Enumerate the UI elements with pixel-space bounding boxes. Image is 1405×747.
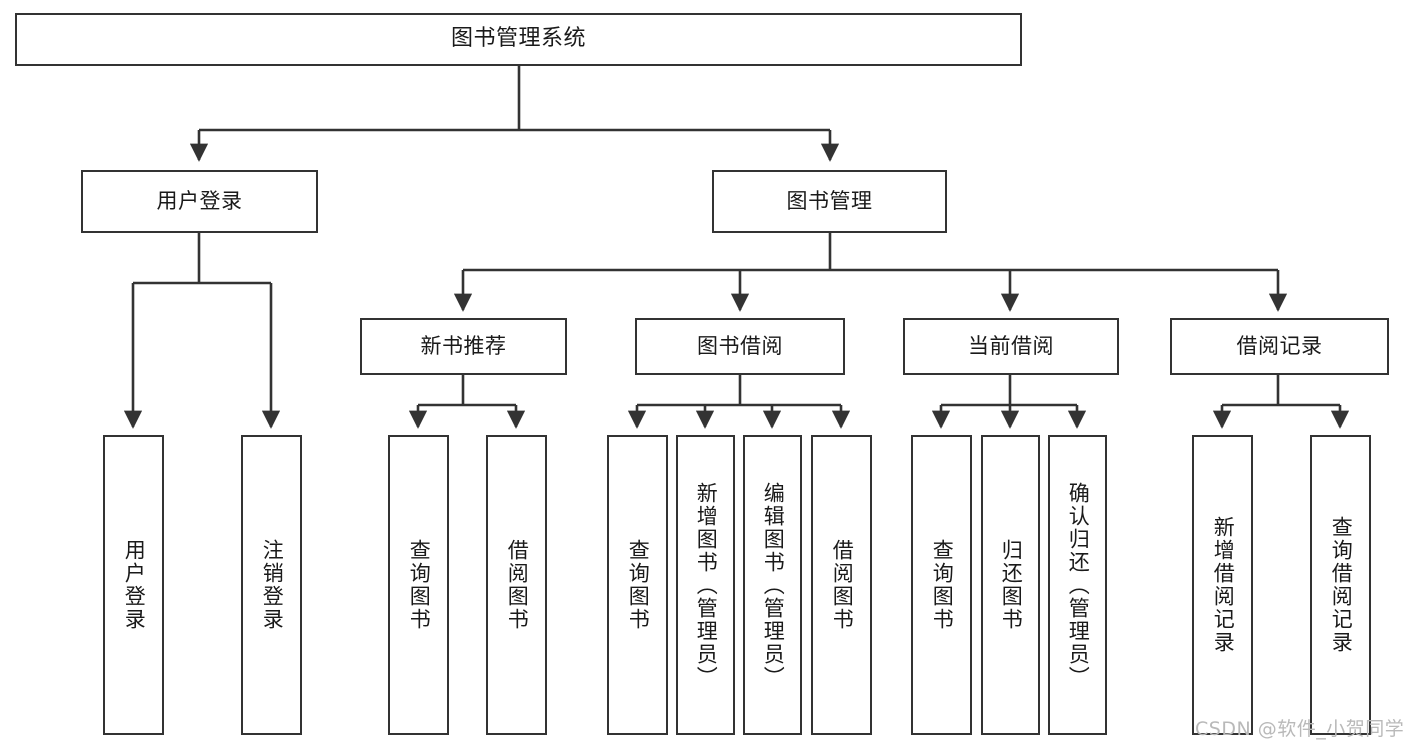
node-label: 新增图书（管理员） bbox=[694, 481, 719, 689]
node-book-management[interactable]: 图书管理 bbox=[712, 170, 947, 233]
leaf-book-borrow-borrow[interactable]: 借阅图书 bbox=[811, 435, 872, 735]
watermark-text: CSDN @软件_小贺同学 bbox=[1195, 718, 1405, 740]
leaf-borrow-record-query[interactable]: 查询借阅记录 bbox=[1310, 435, 1371, 735]
leaf-book-borrow-query[interactable]: 查询图书 bbox=[607, 435, 668, 735]
node-label: 当前借阅 bbox=[968, 333, 1054, 358]
csdn-watermark: CSDN @软件_小贺同学 bbox=[1195, 714, 1404, 741]
node-label: 查询图书 bbox=[407, 539, 432, 631]
leaf-new-book-query[interactable]: 查询图书 bbox=[388, 435, 449, 735]
leaf-current-borrow-query[interactable]: 查询图书 bbox=[911, 435, 972, 735]
leaf-new-book-borrow[interactable]: 借阅图书 bbox=[486, 435, 547, 735]
leaf-book-borrow-edit[interactable]: 编辑图书（管理员） bbox=[743, 435, 802, 735]
node-label: 新增借阅记录 bbox=[1211, 516, 1236, 654]
node-label: 图书借阅 bbox=[697, 333, 783, 358]
node-label: 新书推荐 bbox=[420, 333, 507, 358]
node-label: 用户登录 bbox=[156, 188, 243, 213]
node-borrow-record[interactable]: 借阅记录 bbox=[1170, 318, 1389, 375]
leaf-current-borrow-confirm-return[interactable]: 确认归还（管理员） bbox=[1048, 435, 1107, 735]
node-label: 确认归还（管理员） bbox=[1066, 481, 1091, 689]
leaf-current-borrow-return[interactable]: 归还图书 bbox=[981, 435, 1040, 735]
leaf-borrow-record-add[interactable]: 新增借阅记录 bbox=[1192, 435, 1253, 735]
node-user-login[interactable]: 用户登录 bbox=[81, 170, 318, 233]
node-label: 用户登录 bbox=[122, 539, 147, 631]
node-label: 图书管理 bbox=[786, 188, 873, 213]
node-label: 查询图书 bbox=[930, 539, 955, 631]
node-label: 查询图书 bbox=[626, 539, 651, 631]
node-label: 图书管理系统 bbox=[450, 26, 586, 52]
node-label: 编辑图书（管理员） bbox=[761, 481, 786, 689]
node-label: 注销登录 bbox=[260, 539, 285, 631]
leaf-book-borrow-add[interactable]: 新增图书（管理员） bbox=[676, 435, 735, 735]
node-label: 查询借阅记录 bbox=[1329, 516, 1354, 654]
node-current-borrow[interactable]: 当前借阅 bbox=[903, 318, 1119, 375]
node-label: 借阅图书 bbox=[505, 539, 530, 631]
node-new-book-recommend[interactable]: 新书推荐 bbox=[360, 318, 567, 375]
node-book-borrow[interactable]: 图书借阅 bbox=[635, 318, 845, 375]
leaf-user-login-logout[interactable]: 注销登录 bbox=[241, 435, 302, 735]
node-label: 归还图书 bbox=[999, 539, 1024, 631]
leaf-user-login-login[interactable]: 用户登录 bbox=[103, 435, 164, 735]
node-label: 借阅图书 bbox=[830, 539, 855, 631]
node-root-book-management-system[interactable]: 图书管理系统 bbox=[15, 13, 1022, 66]
node-label: 借阅记录 bbox=[1236, 333, 1323, 358]
